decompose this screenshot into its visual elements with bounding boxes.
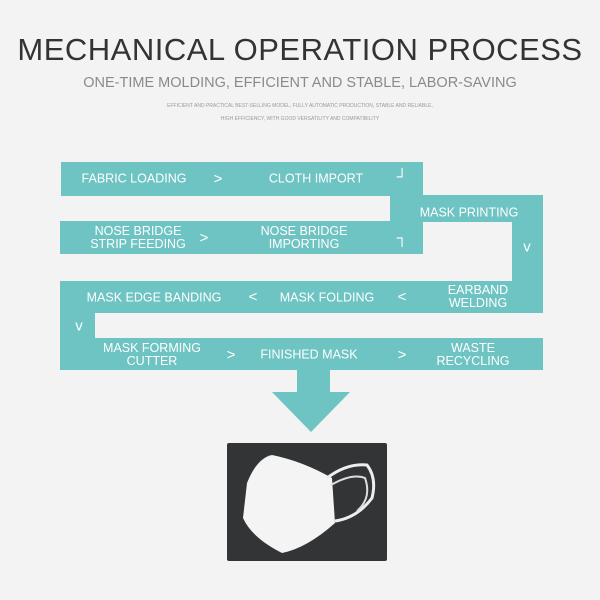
step-finished-mask: FINISHED MASK — [260, 347, 358, 362]
subtitle: ONE-TIME MOLDING, EFFICIENT AND STABLE, … — [83, 75, 517, 91]
flow-band-1 — [61, 162, 423, 196]
corner-arrow-icon: ┘ — [396, 168, 408, 186]
flow-band-3 — [60, 281, 543, 313]
arrow-down-icon: v — [75, 317, 83, 335]
flow-left-column — [60, 313, 95, 339]
description-line-1: EFFICIENT AND PRACTICAL BEST-SELLING MOD… — [167, 103, 433, 109]
step-mask-printing: MASK PRINTING — [419, 205, 519, 220]
flow-band-4 — [60, 338, 543, 370]
down-arrow-icon — [272, 392, 350, 432]
arrow-left-icon: < — [248, 288, 258, 306]
description-line-2: HIGH EFFICIENCY, WITH GOOD VERSATILITY A… — [220, 116, 380, 122]
step-mask-edge-banding: MASK EDGE BANDING — [86, 290, 222, 305]
flow-band-2 — [60, 221, 423, 254]
arrow-right-icon: > — [226, 346, 236, 364]
step-cloth-import: CLOTH IMPORT — [268, 171, 364, 186]
arrow-right-icon: > — [397, 346, 407, 364]
mask-icon — [243, 455, 376, 553]
down-arrow-stem — [297, 370, 330, 393]
page-title: MECHANICAL OPERATION PROCESS — [17, 32, 583, 67]
corner-arrow-icon: ┐ — [396, 229, 408, 247]
arrow-down-icon: v — [523, 238, 531, 256]
step-fabric-loading: FABRIC LOADING — [81, 171, 187, 186]
arrow-left-icon: < — [397, 288, 407, 306]
arrow-right-icon: > — [213, 170, 223, 188]
mask-product-image — [227, 443, 387, 561]
step-mask-folding: MASK FOLDING — [279, 290, 375, 305]
arrow-right-icon: > — [199, 229, 209, 247]
